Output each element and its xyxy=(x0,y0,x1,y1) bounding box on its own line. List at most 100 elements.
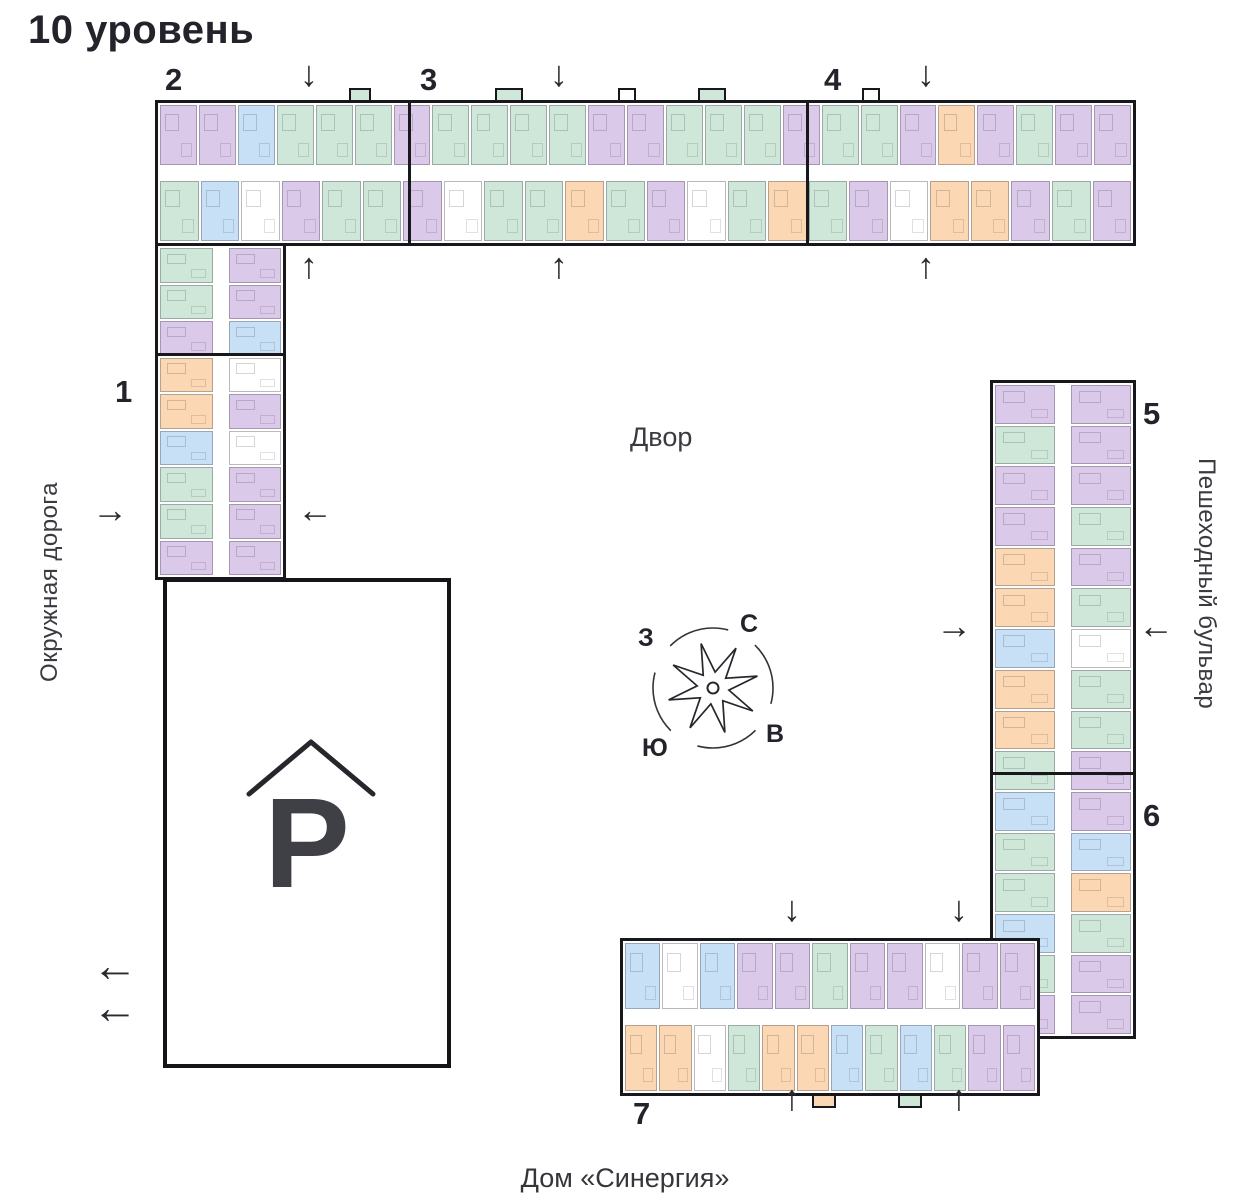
apartment-unit[interactable] xyxy=(727,1025,761,1091)
apartment-unit[interactable] xyxy=(821,105,859,165)
apartment-unit[interactable] xyxy=(315,105,353,165)
apartment-unit[interactable] xyxy=(687,181,726,241)
apartment-unit[interactable] xyxy=(704,105,742,165)
apartment-unit[interactable] xyxy=(1002,1025,1035,1091)
apartment-unit[interactable] xyxy=(228,321,281,356)
apartment-unit[interactable] xyxy=(962,943,998,1009)
apartment-unit[interactable] xyxy=(160,467,213,502)
apartment-unit[interactable] xyxy=(768,181,807,241)
apartment-unit[interactable] xyxy=(200,181,240,241)
apartment-unit[interactable] xyxy=(995,466,1055,506)
apartment-unit[interactable] xyxy=(1071,425,1131,465)
apartment-unit[interactable] xyxy=(524,181,564,241)
apartment-unit[interactable] xyxy=(1071,669,1131,709)
apartment-unit[interactable] xyxy=(1071,507,1131,546)
apartment-unit[interactable] xyxy=(995,547,1055,587)
apartment-unit[interactable] xyxy=(160,181,199,241)
apartment-unit[interactable] xyxy=(865,1025,898,1091)
apartment-unit[interactable] xyxy=(1071,832,1131,872)
apartment-unit[interactable] xyxy=(1071,751,1131,790)
apartment-unit[interactable] xyxy=(198,105,236,165)
apartment-unit[interactable] xyxy=(727,181,767,241)
apartment-unit[interactable] xyxy=(160,540,213,576)
apartment-unit[interactable] xyxy=(471,105,509,165)
apartment-unit[interactable] xyxy=(774,943,811,1009)
apartment-unit[interactable] xyxy=(812,943,848,1009)
apartment-unit[interactable] xyxy=(782,105,820,165)
apartment-unit[interactable] xyxy=(237,105,275,165)
apartment-unit[interactable] xyxy=(1094,105,1132,165)
apartment-unit[interactable] xyxy=(1071,873,1131,912)
apartment-unit[interactable] xyxy=(160,284,213,320)
apartment-unit[interactable] xyxy=(665,105,703,165)
apartment-unit[interactable] xyxy=(443,181,483,241)
apartment-unit[interactable] xyxy=(1071,466,1131,506)
apartment-unit[interactable] xyxy=(995,873,1055,912)
apartment-unit[interactable] xyxy=(889,181,929,241)
apartment-unit[interactable] xyxy=(228,394,281,429)
apartment-unit[interactable] xyxy=(228,284,281,320)
apartment-unit[interactable] xyxy=(930,181,969,241)
apartment-unit[interactable] xyxy=(860,105,898,165)
apartment-unit[interactable] xyxy=(160,105,197,165)
apartment-unit[interactable] xyxy=(662,943,698,1009)
apartment-unit[interactable] xyxy=(995,629,1055,668)
apartment-unit[interactable] xyxy=(160,248,213,283)
apartment-unit[interactable] xyxy=(968,1025,1001,1091)
apartment-unit[interactable] xyxy=(899,105,937,165)
apartment-unit[interactable] xyxy=(995,669,1055,709)
apartment-unit[interactable] xyxy=(995,385,1055,424)
apartment-unit[interactable] xyxy=(646,181,686,241)
apartment-unit[interactable] xyxy=(322,181,361,241)
apartment-unit[interactable] xyxy=(808,181,848,241)
apartment-unit[interactable] xyxy=(693,1025,726,1091)
apartment-unit[interactable] xyxy=(354,105,392,165)
apartment-unit[interactable] xyxy=(1071,385,1131,424)
apartment-unit[interactable] xyxy=(1071,710,1131,750)
apartment-unit[interactable] xyxy=(1055,105,1093,165)
apartment-unit[interactable] xyxy=(228,540,281,576)
apartment-unit[interactable] xyxy=(849,943,886,1009)
apartment-unit[interactable] xyxy=(796,1025,829,1091)
apartment-unit[interactable] xyxy=(1071,629,1131,668)
apartment-unit[interactable] xyxy=(659,1025,692,1091)
apartment-unit[interactable] xyxy=(588,105,626,165)
apartment-unit[interactable] xyxy=(484,181,523,241)
apartment-unit[interactable] xyxy=(1016,105,1054,165)
apartment-unit[interactable] xyxy=(1092,181,1132,241)
apartment-unit[interactable] xyxy=(970,181,1010,241)
apartment-unit[interactable] xyxy=(362,181,402,241)
apartment-unit[interactable] xyxy=(999,943,1035,1009)
apartment-unit[interactable] xyxy=(228,430,281,466)
apartment-unit[interactable] xyxy=(995,588,1055,628)
apartment-unit[interactable] xyxy=(995,791,1055,831)
apartment-unit[interactable] xyxy=(627,105,664,165)
apartment-unit[interactable] xyxy=(762,1025,795,1091)
apartment-unit[interactable] xyxy=(606,181,645,241)
apartment-unit[interactable] xyxy=(565,181,605,241)
apartment-unit[interactable] xyxy=(625,943,661,1009)
apartment-unit[interactable] xyxy=(830,1025,864,1091)
apartment-unit[interactable] xyxy=(228,467,281,502)
apartment-unit[interactable] xyxy=(1071,913,1131,953)
apartment-unit[interactable] xyxy=(241,181,280,241)
apartment-unit[interactable] xyxy=(933,1025,967,1091)
apartment-unit[interactable] xyxy=(743,105,781,165)
apartment-unit[interactable] xyxy=(1071,588,1131,628)
apartment-unit[interactable] xyxy=(737,943,773,1009)
apartment-unit[interactable] xyxy=(228,503,281,539)
apartment-unit[interactable] xyxy=(549,105,587,165)
apartment-unit[interactable] xyxy=(899,1025,932,1091)
apartment-unit[interactable] xyxy=(1011,181,1051,241)
apartment-unit[interactable] xyxy=(276,105,314,165)
apartment-unit[interactable] xyxy=(160,321,213,356)
apartment-unit[interactable] xyxy=(228,248,281,283)
apartment-unit[interactable] xyxy=(849,181,888,241)
apartment-unit[interactable] xyxy=(1071,791,1131,831)
apartment-unit[interactable] xyxy=(432,105,470,165)
apartment-unit[interactable] xyxy=(510,105,548,165)
apartment-unit[interactable] xyxy=(160,357,213,393)
apartment-unit[interactable] xyxy=(1071,547,1131,587)
apartment-unit[interactable] xyxy=(625,1025,658,1091)
apartment-unit[interactable] xyxy=(995,710,1055,750)
